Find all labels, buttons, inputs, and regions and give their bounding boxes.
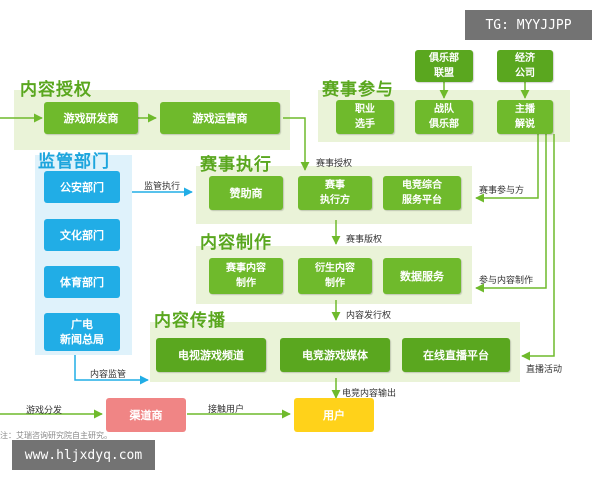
content-regulation-label: 内容监管 [90, 370, 127, 380]
esports-media-node: 电竞游戏媒体 [280, 338, 390, 372]
radio-tv-node: 广电 新闻总局 [44, 313, 120, 351]
event-license-label: 赛事授权 [316, 159, 353, 169]
broker-company-node: 经济 公司 [497, 50, 553, 82]
event-license-arrow [283, 117, 310, 171]
event-copyright-label: 赛事版权 [346, 235, 383, 245]
pro-player-node: 职业 选手 [336, 100, 394, 134]
content-license-title: 内容授权 [20, 80, 92, 100]
club-league-node: 俱乐部 联盟 [415, 50, 473, 82]
sports-dept-node: 体育部门 [44, 266, 120, 298]
top-right-watermark: TG: MYYJJPP [465, 10, 592, 40]
team-club-node: 战队 俱乐部 [415, 100, 473, 134]
sponsor-node: 赞助商 [209, 176, 283, 210]
regulatory-execution-label: 监管执行 [144, 182, 181, 192]
event-content-node: 赛事内容 制作 [209, 258, 283, 294]
regulation-title: 监管部门 [38, 152, 110, 172]
event-participant-arrow [475, 134, 539, 203]
event-execution-title: 赛事执行 [200, 155, 272, 175]
streamer-commentator-node: 主播 解说 [497, 100, 553, 134]
source-note: 注：艾瑞咨询研究院自主研究。 [0, 431, 112, 440]
esports-content-output-label: 电竞内容输出 [342, 389, 397, 399]
user-reach-label: 接触用户 [208, 405, 245, 415]
game-developer-node: 游戏研发商 [44, 102, 138, 134]
culture-dept-node: 文化部门 [44, 219, 120, 251]
content-regulation-arrow [74, 355, 149, 385]
bottom-left-watermark: www.hljxdyq.com [12, 440, 155, 470]
content-distribution-title: 内容传播 [154, 311, 226, 331]
live-platform-node: 在线直播平台 [402, 338, 510, 372]
channel-provider-node: 渠道商 [106, 398, 186, 432]
game-distribution-label: 游戏分发 [26, 406, 63, 416]
police-dept-node: 公安部门 [44, 171, 120, 203]
derivative-content-node: 衍生内容 制作 [298, 258, 372, 294]
content-production-title: 内容制作 [200, 233, 272, 253]
game-operator-node: 游戏运营商 [160, 102, 280, 134]
live-activity-arrow [521, 134, 555, 361]
content-production-participation-arrow [475, 134, 547, 293]
event-participant-label: 赛事参与方 [479, 186, 525, 196]
live-activity-label: 直播活动 [526, 365, 563, 375]
data-service-node: 数据服务 [383, 258, 461, 294]
user-node: 用户 [294, 398, 374, 432]
event-executor-node: 赛事 执行方 [298, 176, 372, 210]
content-production-participation-label: 参与内容制作 [479, 276, 534, 286]
content-distribution-rights-label: 内容发行权 [346, 311, 392, 321]
event-participation-title: 赛事参与 [322, 80, 394, 100]
tv-game-channel-node: 电视游戏频道 [156, 338, 266, 372]
esports-platform-node: 电竞综合 服务平台 [383, 176, 461, 210]
